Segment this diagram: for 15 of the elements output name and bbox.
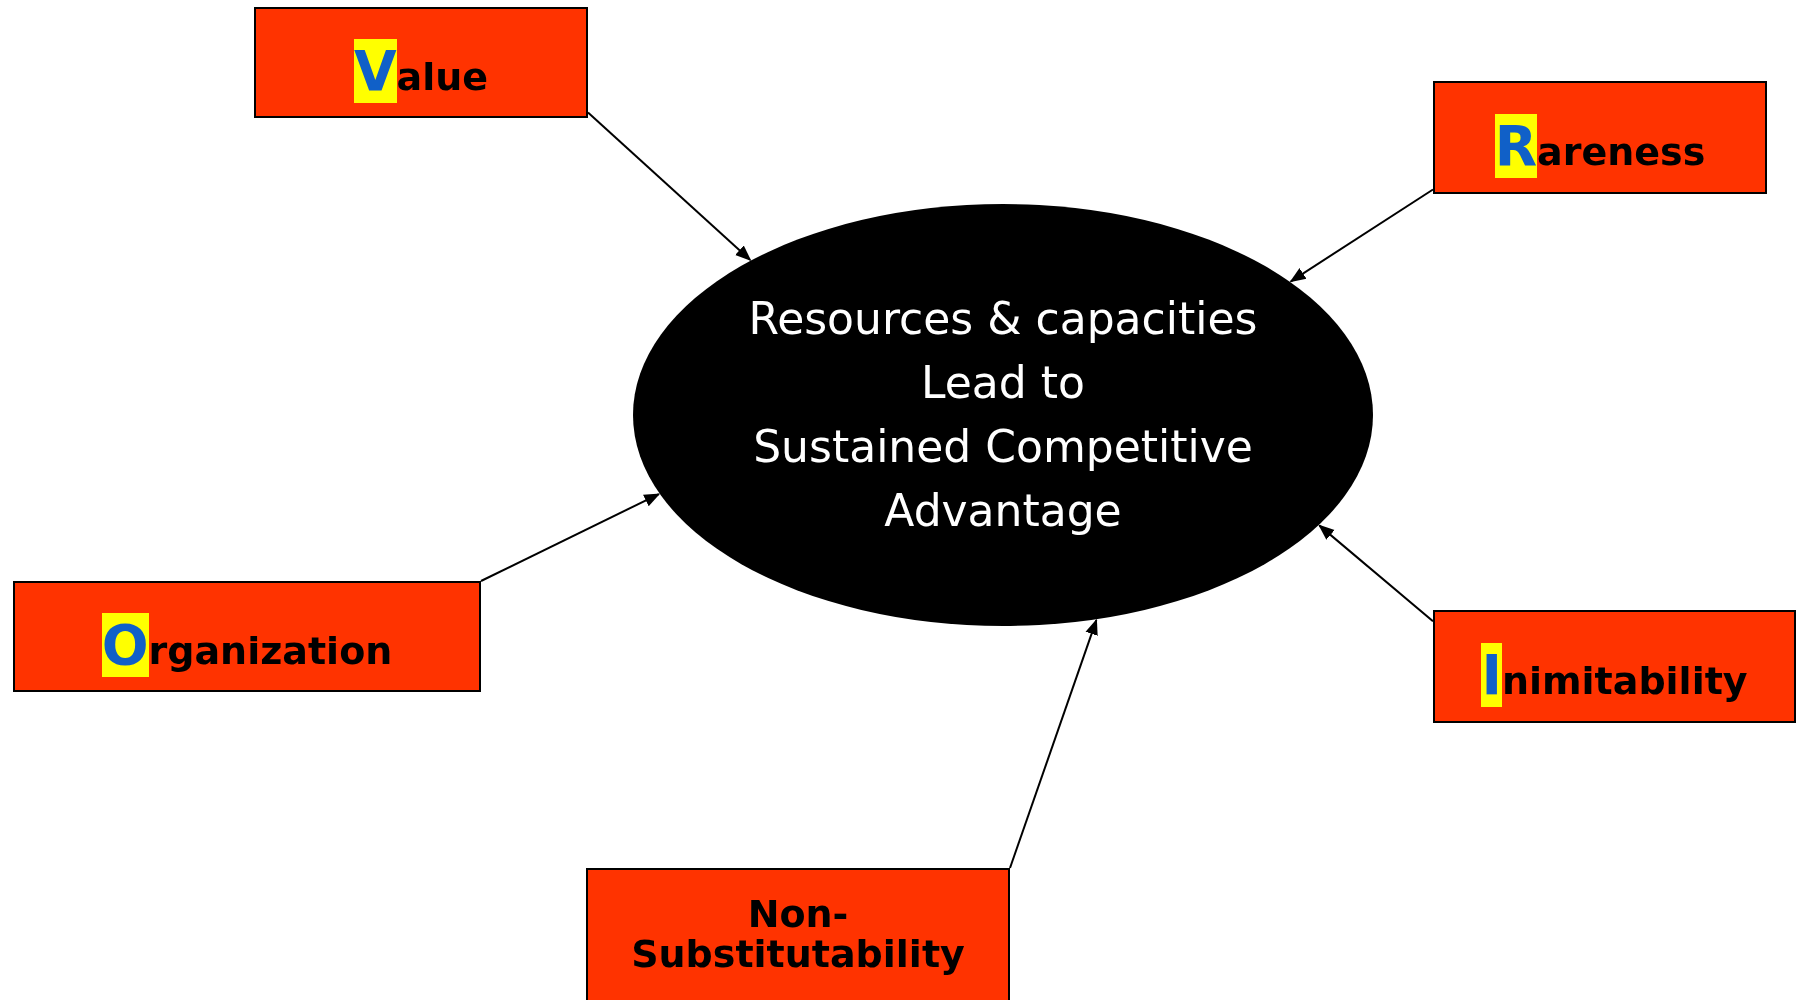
- process-box: [254, 7, 588, 118]
- process-box: [1433, 81, 1767, 194]
- process-box: [1433, 610, 1796, 723]
- box-label: Non-Substitutability: [630, 895, 966, 975]
- process-box: [13, 581, 481, 692]
- arrow: [1318, 524, 1434, 623]
- arrow: [480, 493, 661, 582]
- ellipse-text: Lead to: [921, 356, 1085, 410]
- arrow: [1289, 188, 1434, 283]
- ellipse-text: Sustained Competitive Advantage: [752, 420, 1254, 538]
- process-box: [586, 868, 1010, 1000]
- ellipse-text: Resources & capacities: [748, 292, 1258, 346]
- ellipse-node: [632, 203, 1374, 627]
- arrow: [1009, 618, 1098, 869]
- arrow: [587, 111, 752, 261]
